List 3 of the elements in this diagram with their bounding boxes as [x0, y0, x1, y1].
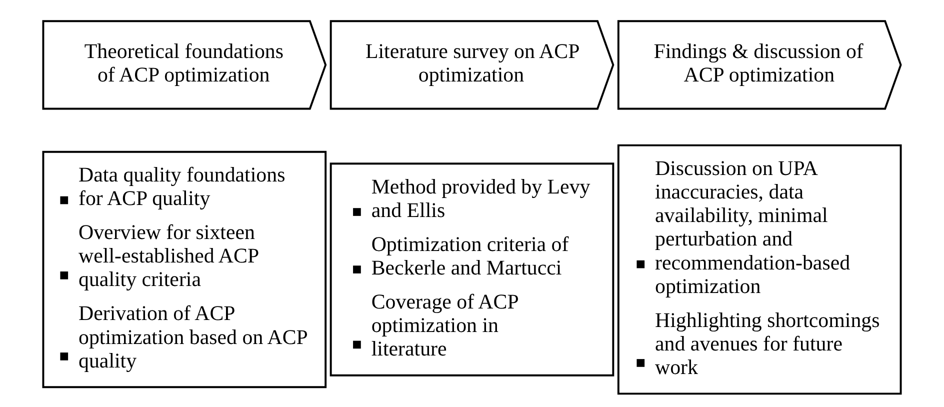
node-box: Method provided by Levy and Ellis Optimization criteria of Beckerle and Martucci Coverage of ACP optimization in literature: [330, 162, 614, 376]
node-box: Data quality foundations for ACP quality Overview for sixteen well-established ACP quality criteria Derivation of ACP optimization based on ACP quality: [42, 150, 327, 388]
node-box: Discussion on UPA inaccuracies, data availability, minimal perturbation and recommendation-based optimization Highlighting shortcomings and avenues for future work: [617, 144, 902, 395]
